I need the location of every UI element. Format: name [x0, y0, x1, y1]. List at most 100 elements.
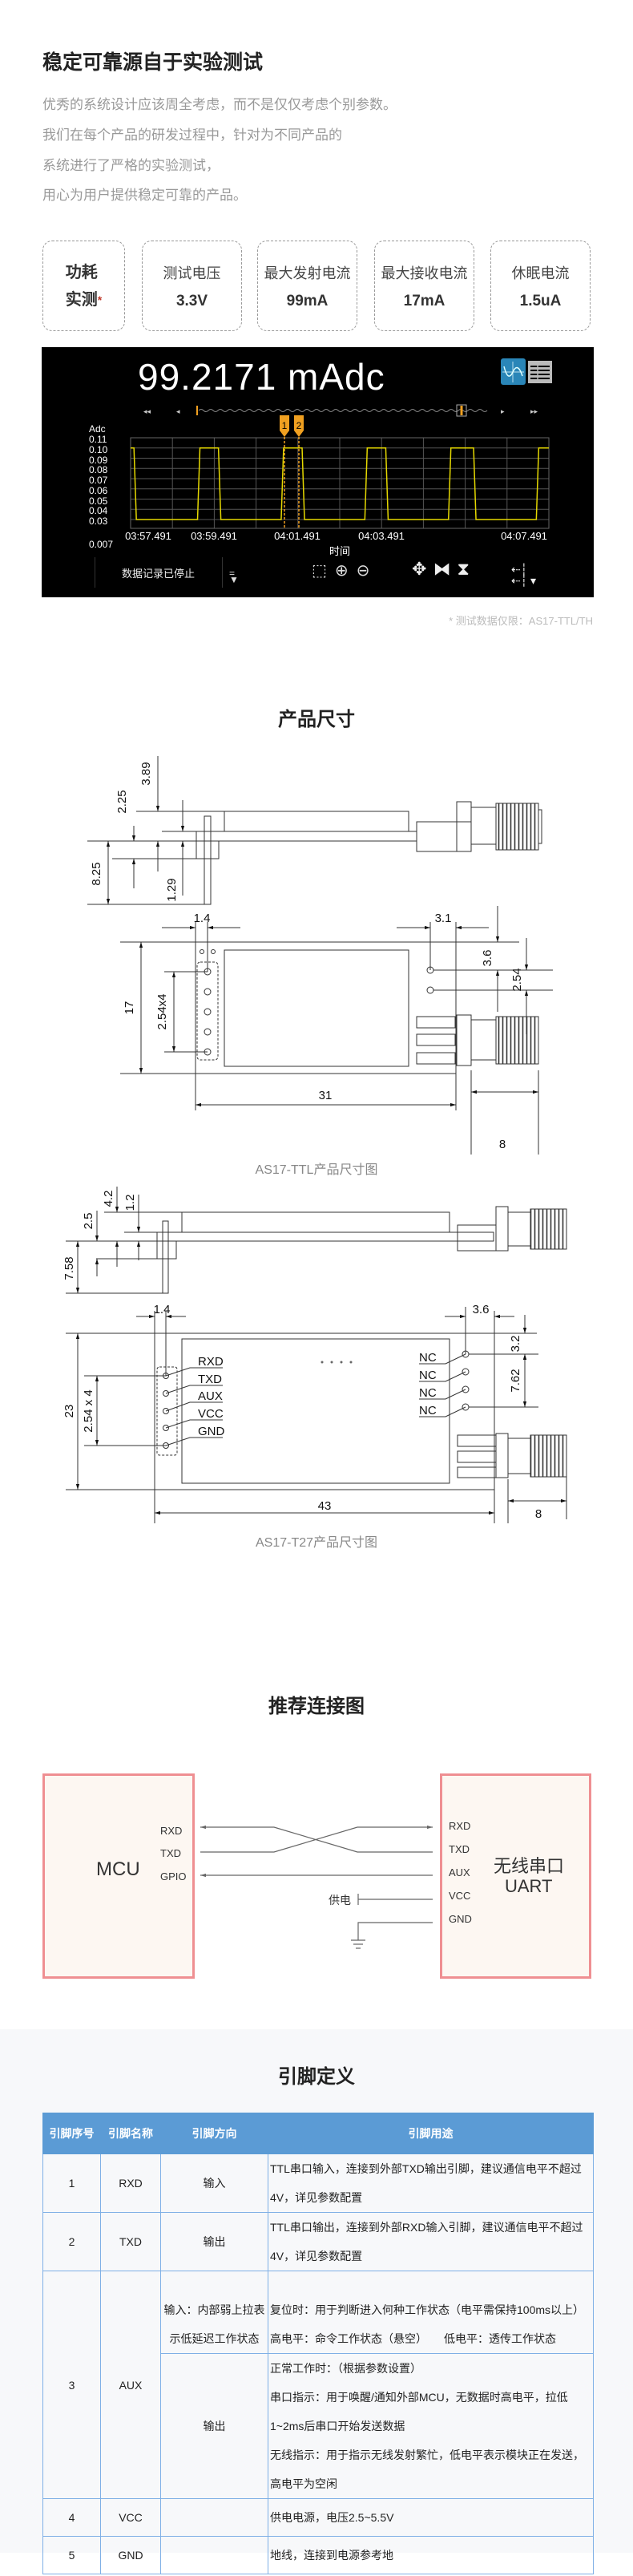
module-pin: RXD [449, 1820, 471, 1832]
timeline-thumb[interactable] [456, 404, 467, 417]
mcu-pin: GPIO [160, 1870, 187, 1882]
x-tick-label: 03:57.491 [125, 530, 171, 542]
spec-title-line: 功耗 [65, 263, 98, 281]
table-header-row: 引脚序号 引脚名称 引脚方向 引脚用途 [42, 2113, 594, 2154]
dimension-drawings: 3.89 2.25 8.25 1.29 1.4 3.1 3.6 2.54 17 … [62, 756, 567, 1523]
spec-card: 测试电压 3.3V [142, 241, 242, 331]
x-tick-label: 04:01.491 [274, 530, 321, 542]
mcu-pin: RXD [160, 1825, 183, 1837]
table-row: 3 AUX 输入：内部弱上拉表示低延迟工作状态 复位时：用于判断进入何种工作状态… [42, 2271, 594, 2499]
pin-number: 5 [42, 2536, 101, 2574]
t27-side-view [66, 1187, 567, 1294]
usage-line: 串口指示：用于唤醒/通知外部MCU，无数据时高电平，拉低1~2ms后串口开始发送… [270, 2391, 568, 2432]
zoom-toolbar: ⬚ ⊕ ⊖ [312, 560, 369, 580]
pin-name: VCC [100, 2498, 161, 2537]
table-row: 1 RXD 输入 TTL串口输入，连接到外部TXD输出引脚，建议通信电平不超过4… [42, 2153, 594, 2213]
dim-label: 3.89 [139, 762, 153, 785]
dim-label: 1.2 [123, 1195, 137, 1211]
intro-line: 用心为用户提供稳定可靠的产品。 [42, 188, 247, 203]
column-header: 引脚序号 [42, 2113, 101, 2154]
mcu-pin: TXD [160, 1847, 181, 1859]
cursor-marker[interactable]: 2 [294, 415, 304, 528]
cursor-marker[interactable]: 1 [280, 415, 289, 528]
zoom-box-icon[interactable]: ⬚ [312, 562, 327, 580]
pin-direction: 输出 [160, 2353, 268, 2499]
spec-label: 测试电压 [163, 265, 221, 281]
pin-name: RXD [100, 2153, 161, 2213]
spec-label: 最大发射电流 [264, 265, 351, 281]
footnote: * 测试数据仅限：AS17-TTL/TH [449, 615, 593, 627]
uart-module-block [440, 1773, 591, 1979]
x-tick-label: 04:07.491 [501, 530, 547, 542]
y-tick-label: 0.007 [89, 538, 114, 550]
trend-view-icon[interactable] [501, 358, 526, 385]
spec-title-line: 实测 [65, 290, 98, 309]
column-header: 引脚名称 [100, 2113, 161, 2154]
step-back-icon[interactable]: ◂ [176, 407, 180, 415]
pin-label-aux: AUX [198, 1389, 223, 1403]
column-header: 引脚方向 [160, 2113, 268, 2154]
usage-line: 复位时：用于判断进入何种工作状态（电平需保持100ms以上） [270, 2303, 585, 2316]
dim-label: 17 [123, 1001, 136, 1015]
table-view-icon[interactable] [528, 361, 552, 383]
pin-usage: 地线，连接到电源参考地 [268, 2536, 594, 2574]
step-forward-icon[interactable]: ▸ [501, 407, 505, 415]
pin-number: 1 [42, 2153, 101, 2213]
dim-label: 7.58 [62, 1256, 76, 1280]
y-tick-label: 0.08 [89, 464, 108, 476]
table-row: 2 TXD 输出 TTL串口输出，连接到外部RXD输入引脚，建议通信电平不超过4… [42, 2212, 594, 2271]
dim-label: 43 [318, 1499, 332, 1513]
x-tick-label: 03:59.491 [191, 530, 237, 542]
dim-label: 2.54 x 4 [82, 1389, 95, 1432]
pin-label-nc: NC [419, 1386, 437, 1400]
spec-card: 最大发射电流 99mA [257, 241, 357, 331]
zoom-out-icon[interactable]: ⊖ [356, 562, 370, 580]
dropdown-menu-icon[interactable]: =▼ [229, 568, 239, 585]
divider [222, 557, 223, 588]
spec-value: 3.3V [175, 292, 208, 309]
pin-label-nc: NC [419, 1369, 437, 1382]
y-tick-label: 0.06 [89, 484, 108, 496]
intro-line: 我们在每个产品的研发过程中，针对为不同产品的 [42, 127, 342, 143]
mcu-label: MCU [96, 1858, 140, 1880]
section-title-dimensions: 产品尺寸 [278, 709, 355, 730]
dim-label: 3.2 [509, 1336, 522, 1353]
wire-gnd [357, 1922, 433, 1940]
sine-wave-icon [502, 362, 524, 382]
dim-label: 2.25 [115, 790, 129, 813]
pin-direction: 输出 [160, 2212, 268, 2271]
timeline-scrollbar[interactable]: ◂◂ ◂ ▸ ▸▸ [143, 404, 538, 417]
zoom-in-icon[interactable]: ⊕ [334, 562, 349, 580]
spec-value: 1.5uA [519, 292, 562, 309]
dim-label: 3.1 [435, 912, 452, 925]
fit-horizontal-icon[interactable]: ⧓ [433, 559, 451, 579]
marker-menu-icon[interactable]: ⇠┆⇠┆ ▾ [511, 563, 537, 587]
fit-vertical-icon[interactable]: ⧗ [457, 559, 470, 579]
usage-line: 高电平：命令工作状态（悬空） 低电平：透传工作状态 [270, 2332, 556, 2345]
y-tick-label: 0.09 [89, 454, 108, 466]
pin-label-vcc: VCC [198, 1407, 224, 1421]
table-row: 输出 正常工作时：（根据参数设置）串口指示：用于唤醒/通知外部MCU，无数据时高… [43, 2353, 594, 2499]
fit-all-icon[interactable]: ✥ [412, 559, 427, 579]
rewind-icon[interactable]: ◂◂ [143, 407, 151, 415]
intro-line: 系统进行了严格的实验测试， [42, 158, 220, 173]
usage-line: 无线指示：用于指示无线发射繁忙，低电平表示模块正在发送，高电平为空闲 [270, 2449, 584, 2490]
dim-label: 4.2 [102, 1191, 115, 1207]
dim-label: 7.62 [509, 1369, 522, 1392]
y-tick-label: 0.07 [89, 475, 108, 486]
spec-value: 99mA [286, 292, 329, 309]
dim-label: 8 [499, 1138, 506, 1151]
dim-label: 31 [319, 1089, 333, 1102]
dim-label: 8.25 [90, 862, 103, 885]
pin-label-rxd: RXD [198, 1355, 224, 1369]
y-tick-label: 0.11 [89, 434, 107, 445]
fast-forward-icon[interactable]: ▸▸ [530, 407, 538, 415]
t27-top-view [66, 1307, 567, 1523]
table-row: 4 VCC 供电电源，电压2.5~5.5V [42, 2498, 594, 2537]
current-readout: 99.2171 mAdc [138, 356, 385, 398]
pin-number: 3 [42, 2271, 101, 2499]
ttl-top-view [120, 906, 553, 1155]
y-axis-unit: Adc [89, 423, 106, 435]
dim-label: 1.4 [194, 912, 211, 925]
